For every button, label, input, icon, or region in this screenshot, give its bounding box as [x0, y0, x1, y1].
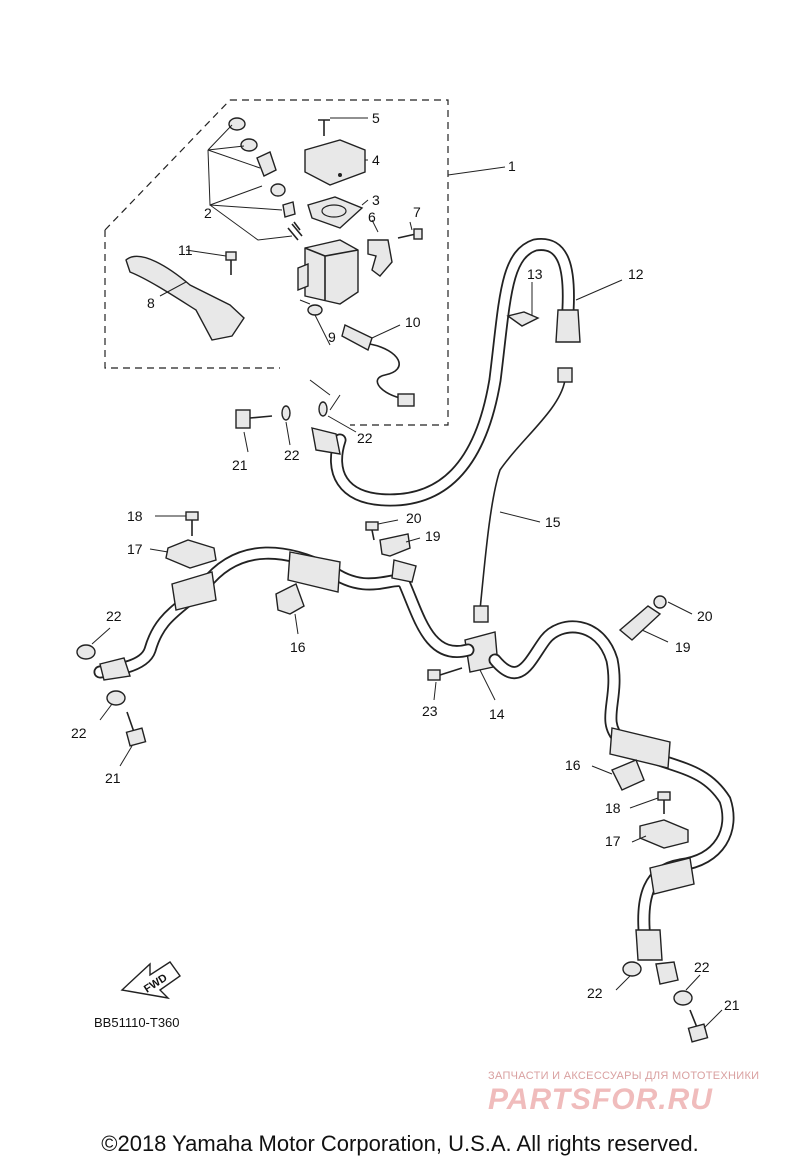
callout-21a: 21 — [232, 457, 248, 473]
part-13-clip — [506, 311, 540, 327]
callout-22b: 22 — [357, 430, 373, 446]
part-8-brake-lever — [125, 255, 245, 341]
washer-22-a — [281, 405, 291, 421]
holder-16-b — [611, 759, 645, 791]
callout-2: 2 — [204, 205, 212, 221]
part-10-brake-switch — [341, 324, 415, 407]
callout-leaders — [91, 117, 723, 1029]
clamp-17-a — [165, 539, 217, 569]
fwd-arrow-icon: FWD — [120, 961, 181, 1000]
callout-10: 10 — [405, 314, 421, 330]
callout-14: 14 — [489, 706, 505, 722]
washer-22-b — [318, 401, 328, 417]
part-9-washer — [307, 304, 323, 316]
brake-hose-left — [93, 546, 475, 679]
bolt-23 — [427, 667, 463, 681]
diagram-code: BB51110-T360 — [94, 1015, 180, 1030]
clamp-17-b — [639, 819, 689, 849]
part-15-brake-pipe — [473, 367, 573, 623]
part-2-piston-kit — [207, 117, 303, 241]
callout-22a: 22 — [284, 447, 300, 463]
callout-9: 9 — [328, 329, 336, 345]
callout-22c: 22 — [106, 608, 122, 624]
callout-20b: 20 — [697, 608, 713, 624]
master-cylinder-body — [297, 239, 359, 305]
watermark-logo: PARTSFOR.RU — [488, 1083, 713, 1116]
callout-3: 3 — [372, 192, 380, 208]
copyright-notice: ©2018 Yamaha Motor Corporation, U.S.A. A… — [101, 1131, 699, 1156]
callout-22e: 22 — [587, 985, 603, 1001]
callout-17a: 17 — [127, 541, 143, 557]
callout-23: 23 — [422, 703, 438, 719]
bolt-18-b — [657, 791, 671, 814]
washer-22-e — [622, 961, 642, 977]
banjo-fitting-left — [99, 657, 131, 681]
guide-19-b — [618, 605, 662, 641]
callout-18b: 18 — [605, 800, 621, 816]
callout-20a: 20 — [406, 510, 422, 526]
callout-22f: 22 — [694, 959, 710, 975]
callout-18a: 18 — [127, 508, 143, 524]
callout-6: 6 — [368, 209, 376, 225]
part-7-bolt — [397, 228, 423, 240]
brake-hose-right — [488, 620, 735, 961]
callout-16a: 16 — [290, 639, 306, 655]
callout-17b: 17 — [605, 833, 621, 849]
callout-8: 8 — [147, 295, 155, 311]
part-12-brake-hose-upper — [311, 237, 581, 507]
bolt-18-a — [185, 511, 199, 536]
callout-21b: 21 — [105, 770, 121, 786]
washer-22-f — [673, 990, 693, 1006]
callout-15: 15 — [545, 514, 561, 530]
callout-4: 4 — [372, 152, 380, 168]
callout-19a: 19 — [425, 528, 441, 544]
assembly-boundary — [104, 99, 449, 426]
banjo-fitting-right — [655, 961, 679, 985]
callout-16b: 16 — [565, 757, 581, 773]
callout-21c: 21 — [724, 997, 740, 1013]
part-4-cap — [304, 139, 366, 186]
callout-5: 5 — [372, 110, 380, 126]
callout-numbers: 1 2 3 4 5 6 7 8 9 10 11 12 13 14 15 16 1… — [71, 110, 740, 1013]
union-bolt-21-c — [687, 1009, 709, 1043]
union-bolt-21-b — [125, 711, 147, 747]
bolt-20-b — [653, 595, 667, 609]
guide-19-a — [379, 533, 411, 557]
callout-22d: 22 — [71, 725, 87, 741]
callout-1: 1 — [508, 158, 516, 174]
part-11-pivot-bolt — [225, 251, 237, 275]
washer-22-c — [76, 644, 96, 660]
union-bolt-21-a — [235, 409, 273, 429]
holder-16-a — [275, 583, 305, 615]
part-5-screw — [318, 119, 330, 136]
callout-13: 13 — [527, 266, 543, 282]
callout-11: 11 — [178, 242, 193, 258]
watermark-tagline: ЗАПЧАСТИ И АКСЕССУАРЫ ДЛЯ МОТОТЕХНИКИ — [488, 1070, 760, 1082]
callout-19b: 19 — [675, 639, 691, 655]
part-3-diaphragm — [307, 196, 364, 229]
part-6-clamp — [367, 239, 393, 277]
bolt-20-a — [365, 521, 379, 541]
washer-22-d — [106, 690, 126, 706]
callout-12: 12 — [628, 266, 644, 282]
callout-7: 7 — [413, 204, 421, 220]
